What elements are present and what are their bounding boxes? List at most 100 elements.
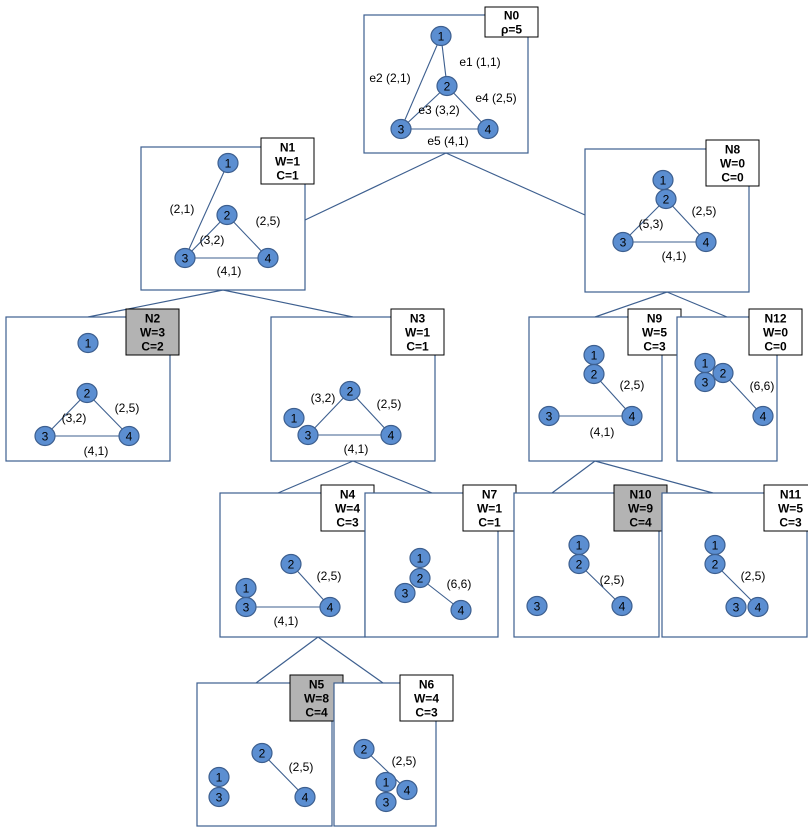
node-label-line: N7 [482, 488, 498, 502]
node-label-box-n9 [627, 308, 682, 356]
node-label-line: C=4 [305, 706, 328, 720]
graph-vertex [747, 596, 769, 618]
edge-label: (4,1) [662, 249, 687, 263]
node-label-line: C=1 [406, 340, 429, 354]
graph-vertex [208, 786, 230, 808]
vertex-label: 1 [702, 357, 709, 371]
graph-edge [400, 85, 448, 130]
tree-link-n8-n12 [666, 291, 728, 318]
graph-vertex [251, 742, 273, 764]
node-label-line: N2 [145, 312, 161, 326]
vertex-label: 2 [712, 558, 719, 572]
vertex-label: 1 [243, 582, 250, 596]
tree-link-n1-n2 [87, 289, 224, 318]
node-label-box-n1 [260, 137, 315, 185]
vertex-label: 2 [259, 747, 266, 761]
graph-edge [184, 162, 229, 259]
node-label-line: N11 [780, 488, 802, 502]
node-label-line: C=1 [478, 516, 501, 530]
vertex-label: 2 [288, 558, 295, 572]
node-label-line: N8 [725, 143, 741, 157]
graph-vertex [752, 405, 774, 427]
graph-vertex [712, 362, 734, 384]
vertex-label: 1 [383, 776, 390, 790]
graph-vertex [319, 596, 341, 618]
vertex-label: 4 [755, 601, 762, 615]
vertex-label: 3 [733, 601, 740, 615]
graph-vertex [538, 405, 560, 427]
node-label-line: N12 [764, 312, 786, 326]
edge-label: (4,1) [217, 264, 242, 278]
edge-label: (2,5) [392, 754, 417, 768]
vertex-label: 3 [546, 410, 553, 424]
node-label-line: N6 [419, 678, 435, 692]
node-label-line: W=4 [414, 692, 439, 706]
node-label-box-n8 [705, 139, 760, 187]
vertex-label: 3 [182, 252, 189, 266]
graph-vertex [353, 738, 375, 760]
tree-link-n3-n7 [352, 460, 433, 494]
graph-vertex [526, 595, 548, 617]
edge-label: (2,5) [692, 204, 717, 218]
tree-link-n9-n10 [551, 460, 596, 494]
edge-label: (4,1) [84, 444, 109, 458]
node-label-line: N0 [504, 9, 520, 23]
vertex-label: 2 [444, 80, 451, 94]
graph-vertex [174, 247, 196, 269]
edge-label: (2,5) [256, 214, 281, 228]
graph-vertex [396, 779, 418, 801]
node-label-line: N1 [280, 141, 296, 155]
edge-label: (2,5) [377, 397, 402, 411]
edge-label: (2,5) [620, 378, 645, 392]
vertex-label: 1 [576, 539, 583, 553]
node-label-line: W=4 [335, 502, 360, 516]
vertex-label: 4 [760, 410, 767, 424]
edge-label: (2,5) [317, 569, 342, 583]
graph-vertex [257, 247, 279, 269]
vertex-label: 4 [703, 236, 710, 250]
node-label-line: N10 [629, 488, 651, 502]
graph-vertex [34, 425, 56, 447]
vertex-label: 4 [619, 600, 626, 614]
node-label-line: N3 [410, 312, 426, 326]
vertex-label: 3 [620, 236, 627, 250]
graph-vertex [725, 596, 747, 618]
vertex-label: 4 [302, 791, 309, 805]
vertex-label: 2 [224, 209, 231, 223]
edge-label: e4 (2,5) [475, 91, 516, 105]
vertex-label: 1 [225, 157, 232, 171]
node-label-box-n12 [748, 308, 803, 356]
vertex-label: 1 [660, 174, 667, 188]
edge-label: (4,1) [344, 442, 369, 456]
node-label-line: W=0 [720, 157, 745, 171]
edge-label: e1 (1,1) [459, 55, 500, 69]
vertex-label: 2 [663, 193, 670, 207]
edge-label: (4,1) [274, 614, 299, 628]
node-label-box-n3 [390, 308, 445, 356]
tree-link-n3-n4 [277, 460, 354, 494]
vertex-label: 2 [361, 743, 368, 757]
vertex-label: 4 [485, 123, 492, 137]
edge-label: (3,2) [200, 233, 225, 247]
graph-edge [400, 35, 442, 130]
vertex-label: 2 [720, 367, 727, 381]
graph-vertex [695, 231, 717, 253]
edge-label: e2 (2,1) [369, 71, 410, 85]
node-label-line: N4 [340, 488, 356, 502]
edge-label: (2,5) [115, 401, 140, 415]
vertex-label: 3 [702, 376, 709, 390]
node-label-line: N9 [647, 312, 663, 326]
graph-vertex [76, 382, 98, 404]
vertex-label: 1 [291, 412, 298, 426]
graph-vertex [704, 553, 726, 575]
edge-label: (3,2) [62, 411, 87, 425]
graph-vertex [568, 553, 590, 575]
vertex-label: 4 [388, 429, 395, 443]
node-label-line: C=3 [336, 516, 359, 530]
